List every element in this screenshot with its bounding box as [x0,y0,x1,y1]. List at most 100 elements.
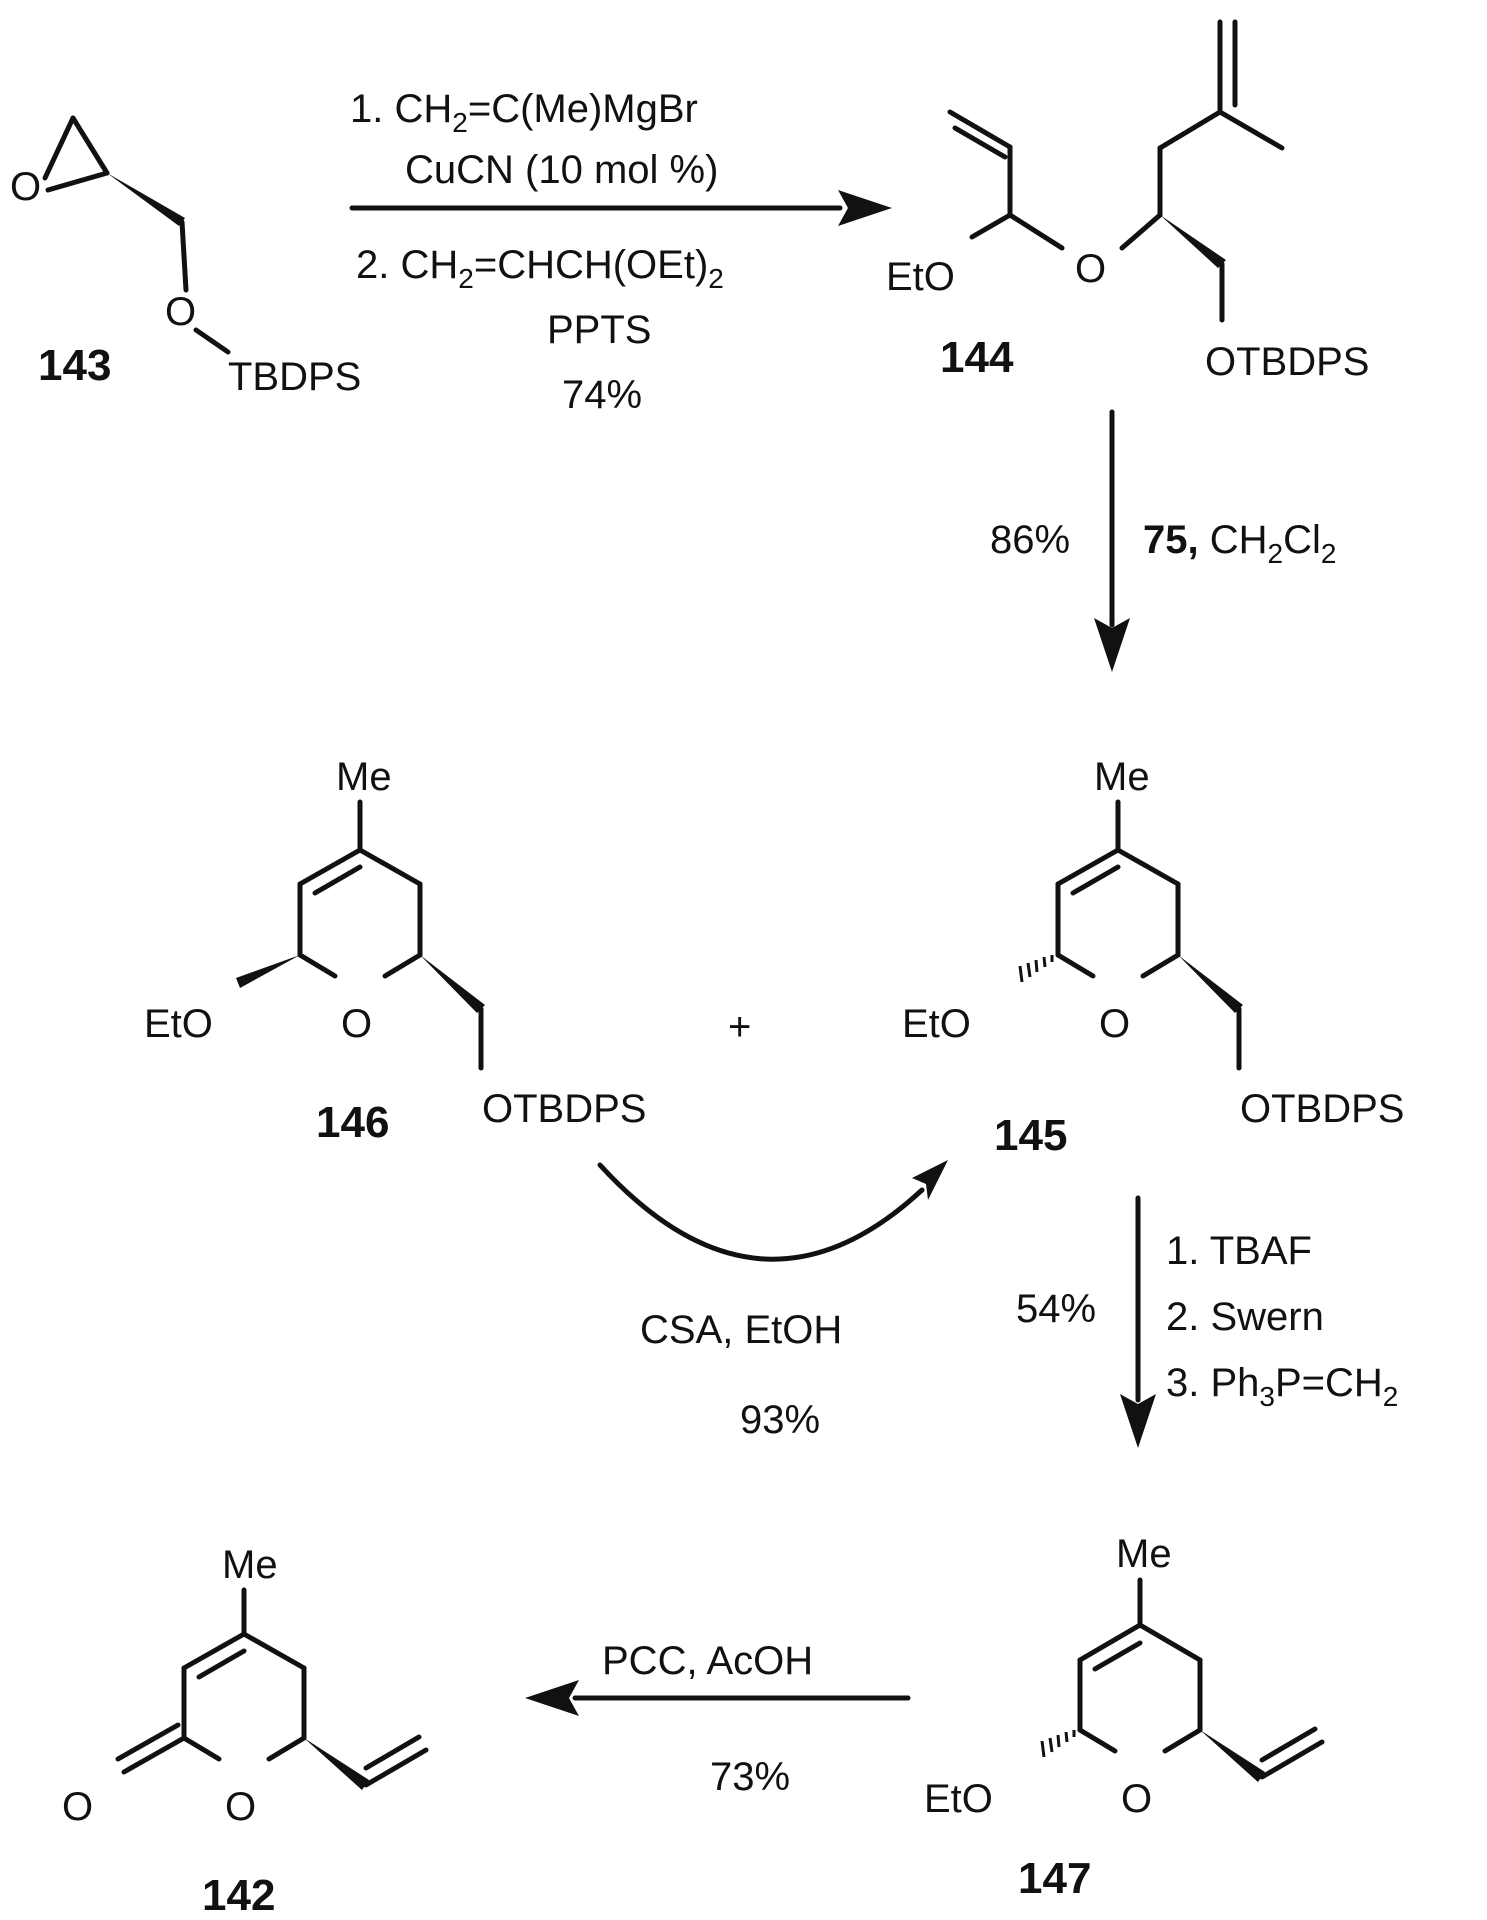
hashed-bond [1018,955,1054,983]
curved-arrow [597,1162,925,1262]
bond [1217,109,1285,151]
bond [1055,952,1096,979]
bond [181,1735,222,1762]
step1-yield: 74% [562,373,642,417]
bond [969,212,1013,240]
hashed-bond [1040,1730,1076,1758]
bond [70,115,110,176]
bond [181,1631,247,1671]
bond [179,219,189,293]
bond [1055,847,1121,887]
plus-sign: + [728,1005,751,1049]
bond [1119,212,1163,251]
bond [947,109,1013,150]
methyl-label: Me [336,755,392,799]
eto-label: EtO [902,1002,971,1046]
tbdps-label: TBDPS [228,355,361,399]
otbdps-label: OTBDPS [1205,340,1369,384]
compound-146: Me EtO O OTBDPS 146 [144,755,646,1147]
step1-line4: PPTS [547,308,651,352]
step-3: CSA, EtOH 93% [597,1160,948,1442]
bond [363,1734,422,1771]
step-4: 54% 1. TBAF 2. Swern 3. Ph3P=CH2 [1016,1195,1398,1448]
bond [952,125,1008,160]
ring-oxygen-label: O [1099,1002,1130,1046]
ether-oxygen-label: O [1075,247,1106,291]
bond [1007,212,1065,251]
bond [1259,1726,1318,1763]
ring-oxygen-label: O [225,1785,256,1829]
bond [297,952,338,979]
bond [1092,1640,1143,1672]
bond [121,1735,187,1775]
step5-yield: 73% [710,1755,790,1799]
bond [357,847,423,887]
step1-line3: 2. CH2=CHCH(OEt)2 [356,243,724,294]
wedge-bond [420,955,485,1013]
bond [196,1648,247,1680]
ether-oxygen-label: O [165,290,196,334]
wedge-bond [1178,955,1243,1013]
wedge-bond [1160,215,1226,268]
compound-142: Me O O 142 [62,1543,429,1920]
bond [1259,1739,1325,1780]
bond [241,1631,307,1671]
step4-yield: 54% [1016,1287,1096,1331]
bond [1137,1622,1203,1663]
bond [115,1722,181,1762]
compound-number-142: 142 [202,1871,275,1920]
compound-number-146: 146 [316,1098,389,1147]
step1-line2: CuCN (10 mol %) [405,148,718,192]
step-1: 1. CH2=C(Me)MgBr CuCN (10 mol %) 2. CH2=… [349,87,892,417]
step3-reagent: CSA, EtOH [640,1308,842,1352]
bond [266,1735,307,1762]
otbdps-label: OTBDPS [482,1087,646,1131]
compound-number-147: 147 [1018,1854,1091,1903]
step3-yield: 93% [740,1398,820,1442]
methyl-label: Me [1116,1532,1172,1576]
arrow-head [838,190,892,226]
step4-line3: 3. Ph3P=CH2 [1166,1361,1398,1412]
wedge-bond [236,955,300,988]
otbdps-label: OTBDPS [1240,1087,1404,1131]
wedge-bond [304,1738,369,1790]
wedge-bond [1200,1730,1265,1782]
step4-line1: 1. TBAF [1166,1229,1312,1273]
bond [312,864,363,896]
step-2: 86% 75, CH2Cl2 [990,409,1336,672]
bond [193,327,231,355]
arrow-head [912,1160,948,1200]
arrow-head [525,1680,579,1716]
bond [363,1747,429,1788]
compound-number-143: 143 [38,341,111,390]
step2-yield: 86% [990,518,1070,562]
bond [1157,109,1223,151]
step2-reagent: 75, CH2Cl2 [1143,518,1336,569]
bond [1077,1727,1118,1754]
compound-144: EtO O OTBDPS 144 [886,19,1369,384]
carbonyl-oxygen-label: O [62,1785,93,1829]
step5-reagent: PCC, AcOH [602,1639,813,1683]
bond [1162,1727,1203,1754]
wedge-bond [107,173,185,226]
ring-oxygen-label: O [1121,1777,1152,1821]
bond [45,170,110,193]
bond [1140,952,1181,979]
bond [42,115,76,181]
compound-number-144: 144 [940,333,1014,382]
eto-label: EtO [886,255,955,299]
step-5: PCC, AcOH 73% [525,1639,911,1799]
compound-147: Me EtO O 147 [924,1532,1325,1903]
step1-line1: 1. CH2=C(Me)MgBr [350,87,698,138]
eto-label: EtO [144,1002,213,1046]
methyl-label: Me [1094,755,1150,799]
bond [1115,847,1181,887]
step4-line2: 2. Swern [1166,1295,1324,1339]
eto-label: EtO [924,1777,993,1821]
epoxide-oxygen-label: O [10,165,41,209]
bond [1070,864,1121,896]
arrow-head [1094,618,1130,672]
methyl-label: Me [222,1543,278,1587]
compound-145: Me EtO O OTBDPS 145 [902,755,1404,1160]
